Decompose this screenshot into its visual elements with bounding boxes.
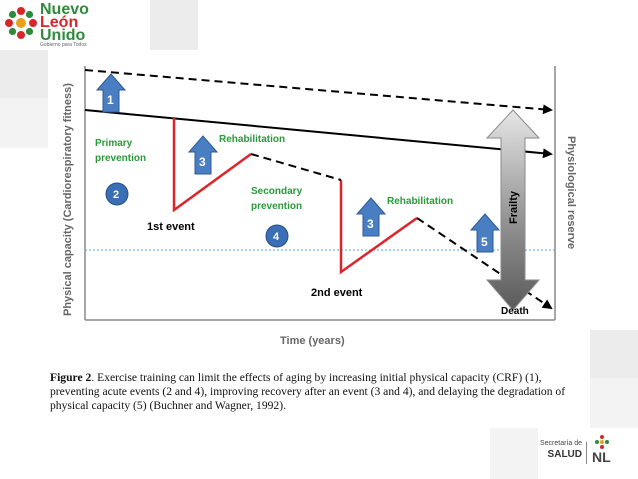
figure-caption: Figure 2. Exercise training can limit th…	[50, 371, 590, 413]
y-axis-left-label: Physical capacity (Cardiorespiratory fit…	[62, 83, 74, 316]
marker-2-label: 2	[113, 189, 119, 201]
figure-label: Figure 2	[50, 371, 92, 384]
nl-label: NL	[592, 449, 611, 465]
logo-divider	[586, 442, 587, 464]
y-axis-right-label: Physiological reserve	[565, 136, 577, 249]
secondary-prevention-label-2: prevention	[251, 201, 302, 212]
frailty-arrow: Frailty	[485, 109, 541, 311]
first-event-label: 1st event	[147, 221, 195, 233]
arrow-marker-3b: 3	[355, 197, 387, 237]
logo-flower-icon	[5, 7, 37, 39]
arrow-marker-1: 1	[95, 73, 127, 113]
frailty-label: Frailty	[508, 190, 520, 224]
secondary-prevention-label-1: Secondary	[251, 186, 303, 197]
optimal-trend-line	[84, 69, 553, 115]
decor-square-6	[490, 428, 538, 479]
nuevo-leon-logo: Nuevo León Unido Gobierno para Todos	[0, 0, 150, 50]
second-event-line	[339, 180, 418, 275]
rehab-label-2: Rehabilitation	[387, 196, 453, 207]
primary-prevention-label-2: prevention	[95, 153, 146, 164]
circle-marker-2: 2	[105, 182, 129, 206]
marker-1-label: 1	[107, 93, 114, 107]
arrow-marker-3a: 3	[187, 135, 219, 175]
exercise-aging-diagram: Physical capacity (Cardiorespiratory fit…	[55, 58, 585, 358]
marker-3b-label: 3	[367, 217, 374, 231]
logo-line-2: León	[40, 14, 79, 31]
primary-prevention-label-1: Primary	[95, 138, 133, 149]
normal-aging-line	[84, 109, 553, 159]
decor-square-5	[590, 378, 638, 428]
diagram-svg: Physical capacity (Cardiorespiratory fit…	[62, 66, 577, 347]
salud-label: SALUD	[547, 449, 582, 460]
death-label: Death	[501, 306, 529, 317]
decor-square-1	[150, 0, 198, 50]
arrow-marker-5: 5	[469, 213, 501, 253]
marker-5-label: 5	[481, 235, 488, 249]
logo-line-3: Unido	[40, 27, 86, 44]
rehab-label-1: Rehabilitation	[219, 134, 285, 145]
decor-square-4	[590, 330, 638, 378]
after-rehab-2-line	[416, 217, 553, 310]
decor-square-3	[0, 98, 48, 148]
logo-line-1: Nuevo	[40, 1, 89, 18]
secretaria-salud-logo: Secretaría de SALUD NL	[538, 435, 628, 472]
second-event-label: 2nd event	[311, 287, 363, 299]
after-rehab-1-line	[250, 153, 342, 181]
circle-marker-4: 4	[265, 224, 289, 248]
secretaria-label: Secretaría de	[539, 440, 582, 447]
marker-4-label: 4	[273, 231, 280, 243]
decor-square-2	[0, 50, 48, 98]
first-event-line	[172, 118, 252, 213]
x-axis-label: Time (years)	[280, 335, 345, 347]
nl-flower-icon	[595, 435, 609, 449]
logo-tagline: Gobierno para Todos	[40, 42, 87, 48]
marker-3a-label: 3	[199, 155, 206, 169]
caption-text: . Exercise training can limit the effect…	[50, 371, 566, 412]
